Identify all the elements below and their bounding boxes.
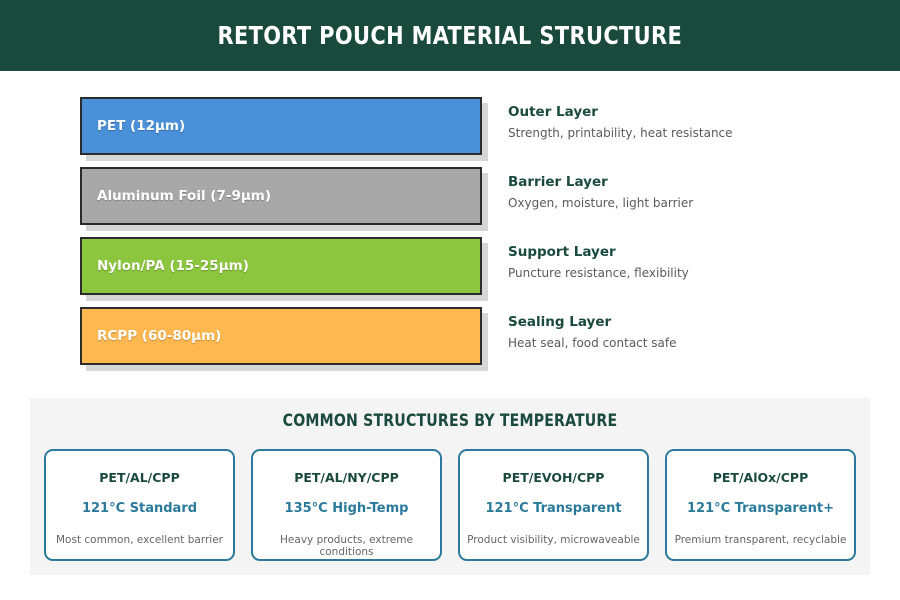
layer-bar-nylon-pa[interactable]: Nylon/PA (15-25µm) bbox=[80, 237, 482, 295]
structure-card[interactable]: PET/EVOH/CPP 121°C Transparent Product v… bbox=[458, 449, 649, 561]
layer-info-title: Outer Layer bbox=[508, 104, 598, 120]
layer-info-desc: Strength, printability, heat resistance bbox=[508, 126, 733, 140]
layer-info-desc: Puncture resistance, flexibility bbox=[508, 266, 689, 280]
panel-title: COMMON STRUCTURES BY TEMPERATURE bbox=[282, 411, 618, 430]
layer-row-barrier: Aluminum Foil (7-9µm) Barrier Layer Oxyg… bbox=[0, 167, 900, 237]
structure-card-description: Premium transparent, recyclable bbox=[674, 534, 847, 546]
structure-card-temperature: 121°C Transparent+ bbox=[687, 501, 834, 516]
layer-info-desc: Heat seal, food contact safe bbox=[508, 336, 677, 350]
structure-card-temperature: 121°C Standard bbox=[81, 501, 198, 516]
layer-bar-label: Aluminum Foil (7-9µm) bbox=[97, 188, 272, 204]
layer-bar-label: Nylon/PA (15-25µm) bbox=[97, 258, 249, 274]
layer-info-support: Support Layer Puncture resistance, flexi… bbox=[508, 244, 888, 280]
structure-card-description: Most common, excellent barrier bbox=[55, 534, 223, 546]
layer-bar-aluminum-foil[interactable]: Aluminum Foil (7-9µm) bbox=[80, 167, 482, 225]
layer-row-support: Nylon/PA (15-25µm) Support Layer Punctur… bbox=[0, 237, 900, 307]
structure-card-name: PET/AL/CPP bbox=[99, 470, 180, 485]
structure-card-name: PET/AL/NY/CPP bbox=[294, 470, 399, 485]
common-structures-panel: COMMON STRUCTURES BY TEMPERATURE PET/AL/… bbox=[30, 398, 870, 575]
layer-bar-rcpp[interactable]: RCPP (60-80µm) bbox=[80, 307, 482, 365]
layer-info-desc: Oxygen, moisture, light barrier bbox=[508, 196, 694, 210]
layer-info-barrier: Barrier Layer Oxygen, moisture, light ba… bbox=[508, 174, 888, 210]
structure-card-description: Product visibility, microwaveable bbox=[467, 534, 640, 546]
page-title: RETORT POUCH MATERIAL STRUCTURE bbox=[217, 21, 683, 50]
structure-card[interactable]: PET/AlOx/CPP 121°C Transparent+ Premium … bbox=[665, 449, 856, 561]
layer-info-sealing: Sealing Layer Heat seal, food contact sa… bbox=[508, 314, 888, 350]
structure-card[interactable]: PET/AL/CPP 121°C Standard Most common, e… bbox=[44, 449, 235, 561]
structure-card-temperature: 135°C High-Temp bbox=[284, 501, 409, 516]
layer-row-sealing: RCPP (60-80µm) Sealing Layer Heat seal, … bbox=[0, 307, 900, 377]
structure-card-name: PET/AlOx/CPP bbox=[712, 470, 809, 485]
structure-card-name: PET/EVOH/CPP bbox=[502, 470, 605, 485]
layer-info-title: Barrier Layer bbox=[508, 174, 608, 190]
structure-card-temperature: 121°C Transparent bbox=[485, 501, 622, 516]
structure-card-description: Heavy products, extreme conditions bbox=[280, 534, 413, 558]
layer-bar-pet[interactable]: PET (12µm) bbox=[80, 97, 482, 155]
structure-card[interactable]: PET/AL/NY/CPP 135°C High-Temp Heavy prod… bbox=[251, 449, 442, 561]
layer-info-outer: Outer Layer Strength, printability, heat… bbox=[508, 104, 888, 140]
page-header: RETORT POUCH MATERIAL STRUCTURE bbox=[0, 0, 900, 71]
layer-stack-diagram: PET (12µm) Outer Layer Strength, printab… bbox=[0, 71, 900, 387]
layer-bar-label: RCPP (60-80µm) bbox=[97, 328, 222, 344]
layer-info-title: Sealing Layer bbox=[508, 314, 612, 330]
structure-card-list: PET/AL/CPP 121°C Standard Most common, e… bbox=[44, 449, 856, 561]
layer-bar-label: PET (12µm) bbox=[97, 118, 186, 134]
layer-info-title: Support Layer bbox=[508, 244, 616, 260]
layer-row-outer: PET (12µm) Outer Layer Strength, printab… bbox=[0, 97, 900, 167]
